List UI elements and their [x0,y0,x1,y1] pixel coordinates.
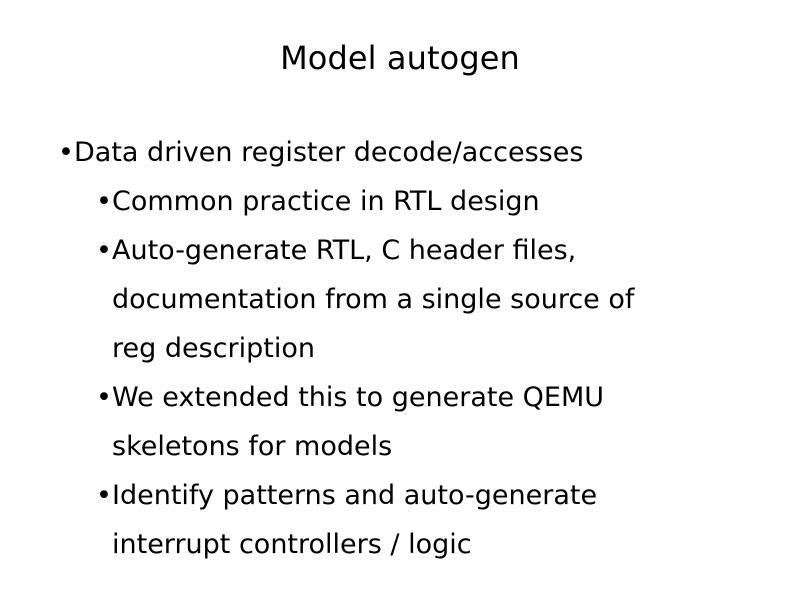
list-item-text: Identify patterns and auto-generate inte… [112,480,598,560]
bullet-icon: • [96,480,112,511]
bullet-icon: • [96,186,112,217]
list-item: • Identify patterns and auto-generate in… [58,471,758,569]
page-title: Model autogen [280,39,520,77]
list-item-text: Auto-generate RTL, C header files, docum… [112,235,635,364]
list-item-text: Data driven register decode/accesses [74,137,584,168]
bullet-icon: • [96,382,112,413]
list-item-text: We extended this to generate QEMU skelet… [112,382,605,462]
list-item: • Auto-generate RTL, C header files, doc… [58,226,758,373]
list-item: • Common practice in RTL design [58,177,758,226]
bullet-icon: • [96,235,112,266]
list-item: • We extended this to generate QEMU skel… [58,373,758,471]
list-item-text: Common practice in RTL design [112,186,540,217]
slide-body: • Data driven register decode/accesses •… [58,128,758,569]
bullet-icon: • [58,137,74,168]
list-item: • Data driven register decode/accesses [58,128,758,177]
